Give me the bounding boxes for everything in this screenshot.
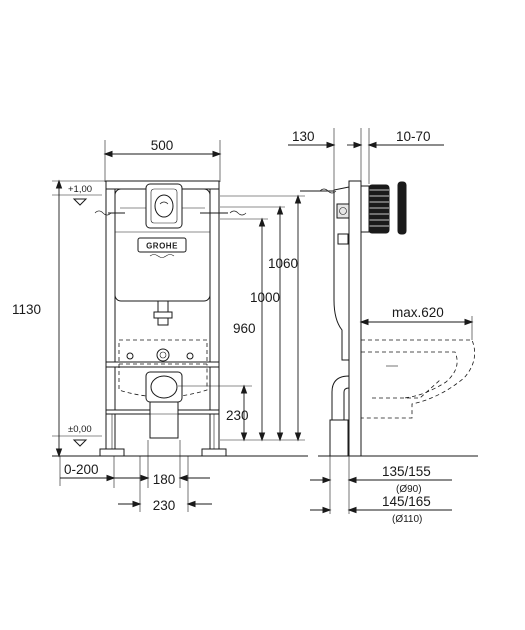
grohe-logo-box (137, 237, 187, 253)
dim-230-arrow-top (240, 384, 248, 394)
dim-d110-label: (Ø110) (392, 514, 422, 525)
dim-230b-arrow-left (132, 500, 142, 508)
dim-180-label: 180 (153, 472, 176, 487)
grohe-logo: GROHE (146, 242, 178, 251)
bolt-left-icon (126, 352, 134, 360)
frame-foot-right (201, 448, 227, 457)
dim-d90-label: (Ø90) (396, 484, 422, 495)
frame-crossbar-upper (105, 361, 220, 368)
side-actuator-ribs (369, 189, 389, 227)
side-inlet-valve (336, 203, 350, 219)
logo-wave-icon (149, 254, 175, 258)
dim-0-200-label: 0-200 (64, 462, 99, 477)
dim-145-165-label: 145/165 (382, 494, 431, 509)
dim-135-arrow-right (347, 476, 357, 484)
dim-500-arrow-left (103, 150, 113, 158)
dim-10-70-label: 10-70 (396, 129, 431, 144)
water-inlet-right-icon (229, 210, 247, 216)
dim-1060-arrow-bottom (294, 432, 302, 442)
flush-valve-icon (154, 194, 174, 218)
bolt-center-inner (159, 351, 167, 359)
level-plus-1-label: +1,00 (68, 184, 92, 195)
waste-pipe (149, 401, 179, 439)
dim-130-label: 130 (292, 129, 315, 144)
dim-135-155-label: 135/155 (382, 464, 431, 479)
front-view: GROHE +1,00 ±0,00 (12, 138, 308, 513)
wc-outline-front-upper (118, 339, 208, 365)
dim-620-arrow-left (359, 318, 369, 326)
frame-foot-left (99, 448, 125, 457)
side-flush-plate (397, 181, 407, 235)
dim-0-200-arrow (106, 474, 116, 482)
bolt-right-icon (186, 352, 194, 360)
side-view: 130 10-70 max.620 135/155 (Ø90) 145/165 … (288, 128, 478, 525)
dim-960-label: 960 (233, 321, 256, 336)
flush-valve-detail (159, 201, 169, 205)
dim-1130-arrow-top (55, 179, 63, 189)
flush-pipe-collar (153, 311, 173, 319)
side-cistern (333, 186, 350, 361)
dim-500-arrow-right (212, 150, 222, 158)
dim-1130-arrow-bottom (55, 448, 63, 458)
dim-230-label: 230 (226, 408, 249, 423)
dim-1000-label: 1000 (250, 290, 280, 305)
dim-10-70-arrow-right (367, 141, 377, 149)
dim-145-arrow-right (347, 506, 357, 514)
dim-180-arrow-left (140, 474, 150, 482)
side-wc-outline (361, 339, 476, 419)
bolt-center-icon (156, 348, 170, 362)
dim-10-70-arrow-left (353, 141, 363, 149)
dim-500-label: 500 (151, 138, 174, 153)
side-actuator-mount (360, 185, 370, 233)
dim-1000-arrow-bottom (276, 432, 284, 442)
side-wc-base (372, 379, 441, 399)
side-frame-panel (348, 180, 362, 457)
dim-180-arrow-right (178, 474, 188, 482)
dim-135-arrow-left (322, 476, 332, 484)
side-waste-pipe (329, 419, 349, 457)
dim-1130-label: 1130 (12, 302, 41, 317)
dim-230b-label: 230 (153, 498, 176, 513)
actuator-plate-outline (150, 188, 178, 224)
dim-230-arrow-bottom (240, 432, 248, 442)
side-inlet-valve-knob (339, 207, 347, 215)
side-waste-bend (331, 375, 350, 421)
dim-960-arrow-bottom (258, 432, 266, 442)
dim-620-arrow-right (464, 318, 474, 326)
dim-1060-label: 1060 (268, 256, 298, 271)
dim-145-arrow-left (322, 506, 332, 514)
dim-620-label: max.620 (392, 305, 444, 320)
water-inlet-left-icon (94, 210, 112, 216)
level-zero-icon (72, 439, 88, 447)
dim-1000-arrow-top (276, 205, 284, 215)
dim-960-arrow-top (258, 217, 266, 227)
level-zero-label: ±0,00 (68, 424, 92, 435)
dim-130-arrow (326, 141, 336, 149)
side-wc-inner (361, 351, 458, 399)
waste-outlet-icon (150, 375, 178, 399)
side-cistern-port (337, 233, 349, 245)
dim-230b-arrow-right (186, 500, 196, 508)
dim-1060-arrow-top (294, 194, 302, 204)
level-plus-1-icon (72, 198, 88, 206)
